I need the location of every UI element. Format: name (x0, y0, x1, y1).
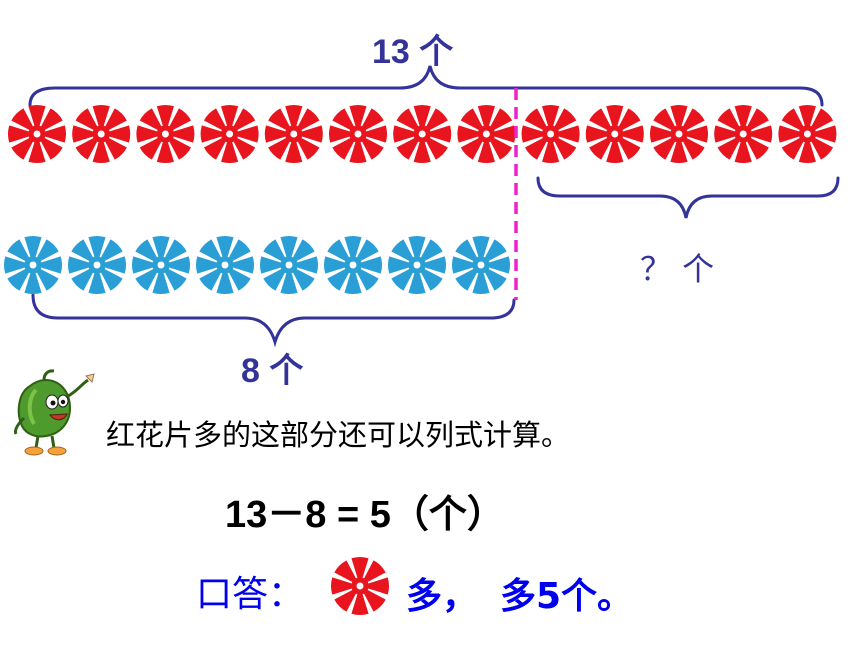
red-flower-icon (457, 105, 516, 163)
red-flower-icon (8, 105, 66, 163)
question-brace (536, 176, 840, 219)
blue-flower-icon (451, 235, 511, 294)
red-flower-icon (778, 104, 837, 164)
total-count-label: 13 个 (372, 33, 454, 71)
blue-flower-icon (3, 235, 63, 295)
red-flower-icon (330, 557, 390, 616)
red-flower-icon (72, 105, 131, 163)
red-flower-icon (200, 104, 259, 164)
blue-flower-icon (323, 235, 382, 294)
answer-prefix: 口答： (196, 574, 305, 615)
red-flower-icon (393, 105, 452, 163)
red-flower-icon (136, 104, 195, 163)
equation-text: 13－8 = 5（个） (225, 494, 505, 536)
red-flower-icon (585, 105, 644, 163)
answer-suffix: 多5个。 (500, 576, 634, 617)
top-brace (28, 65, 824, 107)
red-flower-icon (330, 557, 390, 616)
blue-flower-icon (387, 235, 446, 294)
blue-flower-icon (67, 235, 127, 295)
unknown-count-label: ？ 个 (640, 250, 715, 288)
pepper-mascot-icon (14, 369, 95, 456)
red-flower-icon (521, 105, 580, 163)
answer-middle: 多， (406, 576, 479, 617)
blue-count-label: 8 个 (241, 352, 304, 390)
blue-flower-icon (259, 235, 319, 294)
red-flower-icon (264, 104, 323, 163)
prompt-text: 红花片多的这部分还可以列式计算。 (106, 418, 571, 452)
red-flower-icon (328, 104, 387, 164)
bottom-brace (31, 293, 516, 348)
blue-flower-icon (132, 236, 190, 295)
red-flower-icon (649, 105, 709, 163)
red-flower-icon (714, 105, 773, 163)
blue-flower-icon (196, 235, 254, 295)
